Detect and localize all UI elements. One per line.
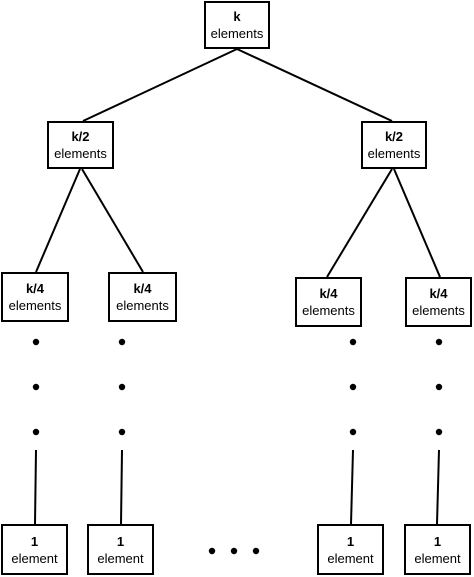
node-unit: elements xyxy=(210,26,264,41)
edge-leaf-3 xyxy=(350,449,354,525)
leaf-node-3: 1 element xyxy=(317,524,384,575)
level2-node-2: k/4 elements xyxy=(108,272,177,322)
node-unit: elements xyxy=(116,298,169,313)
node-unit: elements xyxy=(54,146,107,161)
edge-left-left xyxy=(35,168,81,273)
node-count: 1 xyxy=(116,533,125,549)
vertical-ellipsis-col3 xyxy=(349,338,357,436)
node-count: k xyxy=(233,9,241,24)
level1-node-right: k/2 elements xyxy=(361,121,427,169)
node-count: 1 xyxy=(346,533,355,549)
edge-leaf-1 xyxy=(34,449,37,525)
edge-right-left xyxy=(326,168,393,278)
edge-right-right xyxy=(393,168,441,278)
node-unit: element xyxy=(414,550,461,566)
level2-node-3: k/4 elements xyxy=(295,277,362,327)
node-count: k/4 xyxy=(429,286,448,301)
vertical-ellipsis-col4 xyxy=(435,338,443,436)
edge-root-left xyxy=(82,48,238,122)
node-count: k/2 xyxy=(71,129,90,144)
node-count: 1 xyxy=(30,533,39,549)
vertical-ellipsis-col1 xyxy=(32,338,40,436)
edge-left-right xyxy=(81,168,144,273)
leaf-node-4: 1 element xyxy=(404,524,471,575)
node-count: k/4 xyxy=(319,286,338,301)
node-unit: elements xyxy=(302,303,355,318)
leaf-node-1: 1 element xyxy=(1,524,68,575)
edge-leaf-2 xyxy=(120,449,123,525)
node-unit: element xyxy=(97,550,144,566)
node-count: k/4 xyxy=(25,281,45,296)
level2-node-1: k/4 elements xyxy=(1,272,69,322)
node-count: 1 xyxy=(433,533,442,549)
node-unit: elements xyxy=(367,146,421,161)
node-unit: element xyxy=(11,550,58,566)
node-unit: elements xyxy=(412,303,465,318)
leaf-node-2: 1 element xyxy=(87,524,154,575)
vertical-ellipsis-col2 xyxy=(118,338,126,436)
node-unit: element xyxy=(327,550,374,566)
horizontal-ellipsis xyxy=(208,547,260,555)
node-count: k/4 xyxy=(133,281,152,296)
root-node: k elements xyxy=(204,1,270,49)
node-unit: elements xyxy=(8,298,62,313)
edge-root-right xyxy=(236,48,393,122)
node-count: k/2 xyxy=(384,129,404,144)
level2-node-4: k/4 elements xyxy=(405,277,472,327)
level1-node-left: k/2 elements xyxy=(47,121,114,169)
edge-leaf-4 xyxy=(436,449,440,525)
